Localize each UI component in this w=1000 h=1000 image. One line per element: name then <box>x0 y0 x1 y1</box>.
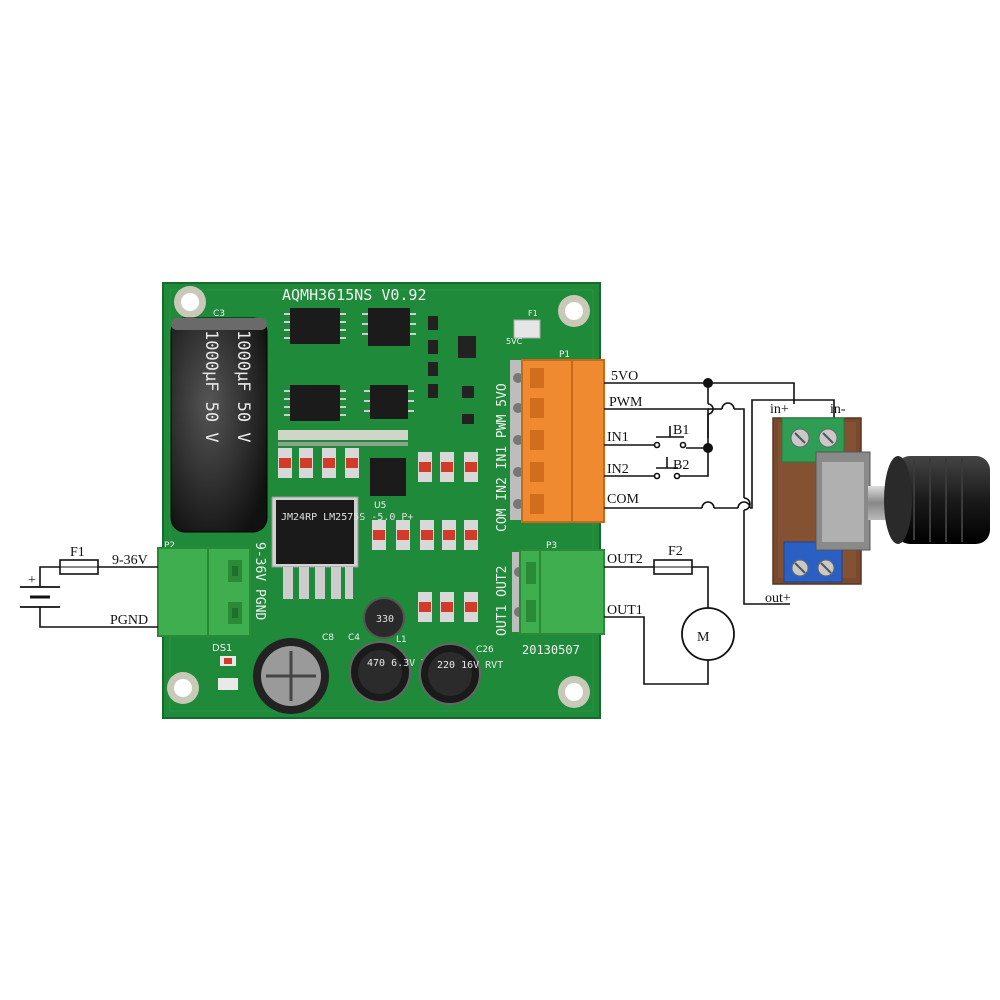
label-out2: OUT2 <box>607 552 643 567</box>
svg-text:P1: P1 <box>559 350 570 360</box>
label-in-plus: in+ <box>770 402 789 417</box>
capacitor-c26: 220 16V RVT C26 <box>419 643 503 705</box>
resistor-array-top <box>278 430 408 446</box>
voltage-regulator: JM24RP LM2575S -5.0 P+ <box>271 496 413 599</box>
svg-text:220 16V RVT: 220 16V RVT <box>437 660 503 671</box>
terminal-p3: P3 <box>512 541 605 635</box>
smd-components <box>428 316 476 424</box>
fuse-f1 <box>59 559 99 575</box>
label-supply-positive: 9-36V <box>112 553 148 568</box>
mounting-hole-br <box>558 676 590 708</box>
svg-text:P2: P2 <box>164 541 175 551</box>
svg-text:470 6.3V VS: 470 6.3V VS <box>367 658 433 669</box>
mounting-hole-tr <box>558 295 590 327</box>
svg-text:DS1: DS1 <box>212 643 232 654</box>
terminal-p2: P2 <box>157 541 251 637</box>
svg-text:C8: C8 <box>322 633 334 643</box>
wires <box>39 382 835 685</box>
u5-chip: U5 <box>370 458 406 511</box>
battery-plus-label: + <box>28 573 36 588</box>
button-b2 <box>653 457 681 480</box>
gate-driver-ics <box>284 308 416 421</box>
bulk-capacitor-label: 1000µF 50 V <box>201 330 221 443</box>
svg-text:C4: C4 <box>348 633 360 643</box>
svg-text:U5: U5 <box>374 501 386 511</box>
regulator-label: JM24RP LM2575S -5.0 P+ <box>281 512 413 523</box>
label-b1: B1 <box>673 423 689 438</box>
terminal-p1: P1 <box>510 350 605 523</box>
pcb-board: AQMH3615NS V0.92 1000µF 50 V 1000µF 50 V… <box>157 282 605 719</box>
inductor: 330 L1 <box>363 597 407 645</box>
label-pwm: PWM <box>609 395 643 410</box>
svg-text:F1: F1 <box>528 309 538 318</box>
svg-text:C26: C26 <box>476 645 494 655</box>
p1-pin-silk: COM IN2 IN1 PWM 5VO <box>495 383 510 532</box>
capacitor-c4: 470 6.3V VS C4 <box>348 633 433 703</box>
label-5vo: 5VO <box>611 369 638 384</box>
wire-out1 <box>604 616 709 685</box>
fuse-f2 <box>653 559 693 575</box>
power-silk: 9-36V PGND <box>252 542 267 620</box>
out-silk: OUT1 OUT2 <box>495 566 510 636</box>
label-com: COM <box>607 492 639 507</box>
button-b1 <box>653 426 687 449</box>
wire-out-plus <box>743 510 790 605</box>
capacitor-c8: C8 <box>253 633 334 714</box>
wire-battery-minus <box>39 607 158 628</box>
mounting-hole-tl <box>174 286 206 318</box>
label-out-plus: out+ <box>765 591 791 606</box>
battery-symbol <box>20 586 60 608</box>
label-in1: IN1 <box>607 430 629 445</box>
label-f1: F1 <box>70 545 85 560</box>
label-b2: B2 <box>673 458 689 473</box>
junction-dots <box>703 378 713 453</box>
label-f2: F2 <box>668 544 683 559</box>
motor-label: M <box>697 630 710 645</box>
mounting-hole-bl <box>167 672 199 704</box>
svg-text:5VC: 5VC <box>506 337 523 346</box>
status-led: DS1 <box>212 643 238 690</box>
pot-body <box>815 451 900 551</box>
svg-text:P3: P3 <box>546 541 557 551</box>
svg-text:330: 330 <box>376 614 394 625</box>
bulk-capacitor: 1000µF 50 V 1000µF 50 V <box>170 317 268 533</box>
knob-icon <box>884 456 990 544</box>
potentiometer-module <box>772 417 990 585</box>
date-code: 20130507 <box>522 643 580 657</box>
smd-diodes <box>278 448 478 622</box>
board-model-label: AQMH3615NS V0.92 <box>282 286 427 304</box>
motor-symbol: M <box>681 607 735 661</box>
svg-text:L1: L1 <box>396 635 407 645</box>
onboard-fuse: 5VC F1 <box>506 309 541 346</box>
label-in-minus: in- <box>830 402 846 417</box>
wire-5vo <box>604 382 795 404</box>
wire-battery-plus <box>39 566 60 587</box>
label-supply-ground: PGND <box>110 613 148 628</box>
bulk-capacitor-label-2: 1000µF 50 V <box>233 330 253 443</box>
ref-c3: C3 <box>213 309 225 319</box>
label-out1: OUT1 <box>607 603 643 618</box>
label-in2: IN2 <box>607 462 629 477</box>
